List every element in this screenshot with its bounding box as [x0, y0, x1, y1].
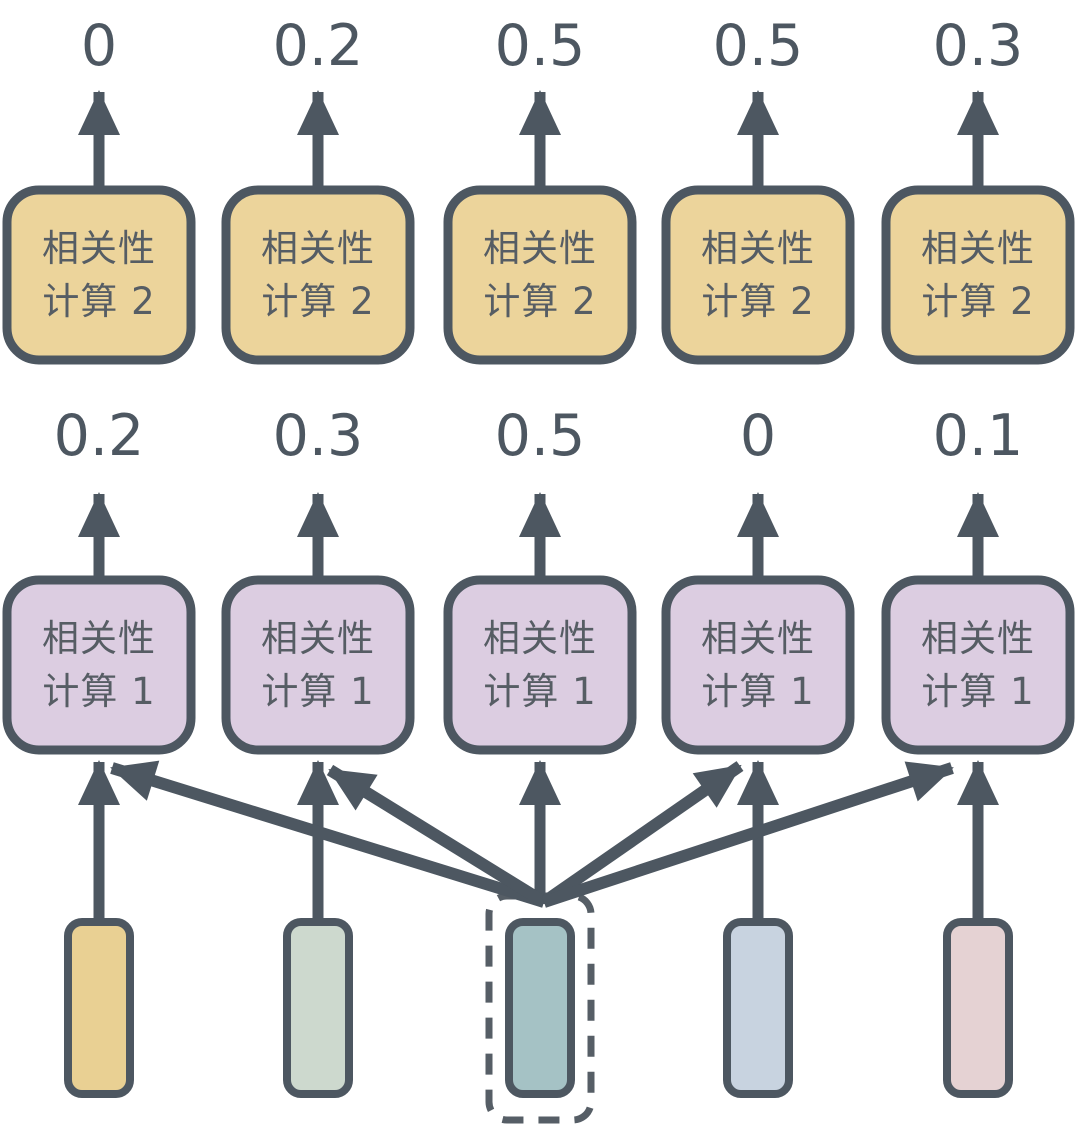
relevance-calc-2-label-2: 相关性 计算 2	[261, 227, 375, 323]
relevance-calc-1-box-3	[443, 575, 637, 755]
relevance-calc-2-label-5: 相关性 计算 2	[921, 227, 1035, 323]
calc1-output-weight-2: 0.3	[272, 403, 364, 469]
calc2-output-weight-3: 0.5	[494, 13, 586, 79]
arrow-token3-to-calc1-col5	[542, 761, 954, 908]
arrow-token3-to-calc1-col4	[540, 761, 744, 907]
relevance-calc-2-label-1: 相关性 计算 2	[42, 227, 156, 323]
calc2-output-weight-5: 0.3	[932, 13, 1024, 79]
arrow-token3-to-calc1-col2	[326, 764, 548, 908]
calc1-output-weight-3: 0.5	[494, 403, 586, 469]
relevance-calc-1-label-2: 相关性 计算 1	[261, 617, 375, 713]
relevance-calc-1-box-5	[881, 575, 1075, 755]
relevance-calc-2-label-4: 相关性 计算 2	[701, 227, 815, 323]
calc1-output-weight-4: 0	[739, 403, 777, 469]
relevance-calc-1-box-1	[2, 575, 196, 755]
relevance-calc-2-box-5	[881, 185, 1075, 365]
relevance-calc-2-box-4	[661, 185, 855, 365]
calc1-output-weight-1: 0.2	[53, 403, 145, 469]
calc2-output-weight-2: 0.2	[272, 13, 364, 79]
calc2-output-weight-4: 0.5	[712, 13, 804, 79]
relevance-calc-2-box-1	[2, 185, 196, 365]
token-1	[64, 918, 134, 1098]
arrow-token3-to-calc1-col1	[110, 760, 546, 908]
relevance-calc-1-box-4	[661, 575, 855, 755]
relevance-calc-1-label-1: 相关性 计算 1	[42, 617, 156, 713]
relevance-calc-2-box-2	[221, 185, 415, 365]
relevance-calc-1-label-4: 相关性 计算 1	[701, 617, 815, 713]
relevance-calc-2-box-3	[443, 185, 637, 365]
calc2-output-weight-1: 0	[80, 13, 118, 79]
token-5	[943, 918, 1013, 1098]
relevance-calc-1-label-5: 相关性 计算 1	[921, 617, 1035, 713]
token-3-highlighted	[505, 918, 575, 1098]
relevance-calc-1-box-2	[221, 575, 415, 755]
relevance-calc-2-label-3: 相关性 计算 2	[483, 227, 597, 323]
relevance-calc-1-label-3: 相关性 计算 1	[483, 617, 597, 713]
highlight-dashed-box	[485, 892, 595, 1124]
token-2	[283, 918, 353, 1098]
calc1-output-weight-5: 0.1	[932, 403, 1024, 469]
token-4	[723, 918, 793, 1098]
